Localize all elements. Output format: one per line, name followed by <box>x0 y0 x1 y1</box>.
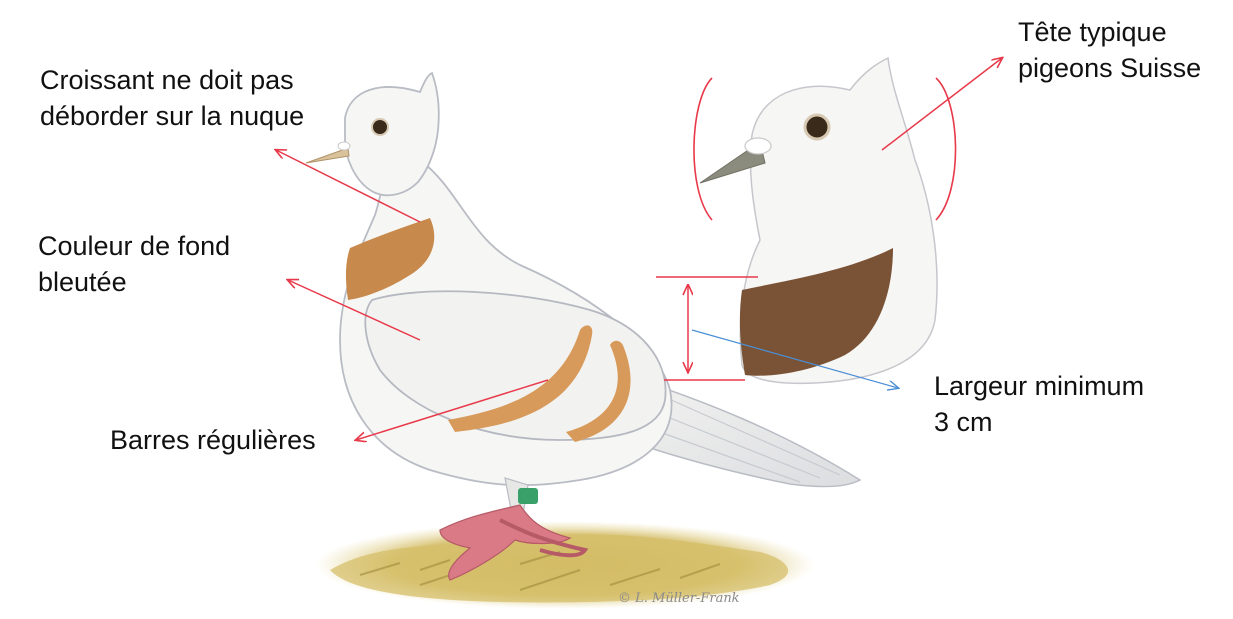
label-crescent-line1: Croissant ne doit pas <box>40 62 304 98</box>
label-ground-color-line2: bleutée <box>38 264 230 300</box>
label-head-line1: Tête typique <box>1018 14 1201 50</box>
label-head-line2: pigeons Suisse <box>1018 50 1201 86</box>
leg-ring <box>518 488 538 504</box>
label-crescent-line2: déborder sur la nuque <box>40 98 304 134</box>
label-crescent: Croissant ne doit pas déborder sur la nu… <box>40 62 304 134</box>
inset-eye <box>805 115 829 139</box>
inset-head <box>700 58 937 383</box>
label-ground-color-line1: Couleur de fond <box>38 228 230 264</box>
artist-signature: © L. Müller-Frank <box>618 591 740 606</box>
pigeon-body <box>340 160 672 580</box>
label-bars-line1: Barres régulières <box>110 422 316 458</box>
head-pointer <box>882 58 1002 150</box>
label-width-line1: Largeur minimum <box>934 368 1144 404</box>
label-width: Largeur minimum 3 cm <box>934 368 1144 440</box>
pigeon-eye <box>372 119 388 135</box>
label-head: Tête typique pigeons Suisse <box>1018 14 1201 86</box>
ground-grass <box>315 521 815 609</box>
label-bars: Barres régulières <box>110 422 316 458</box>
label-ground-color: Couleur de fond bleutée <box>38 228 230 300</box>
label-width-line2: 3 cm <box>934 404 1144 440</box>
pigeon-head <box>306 73 439 195</box>
